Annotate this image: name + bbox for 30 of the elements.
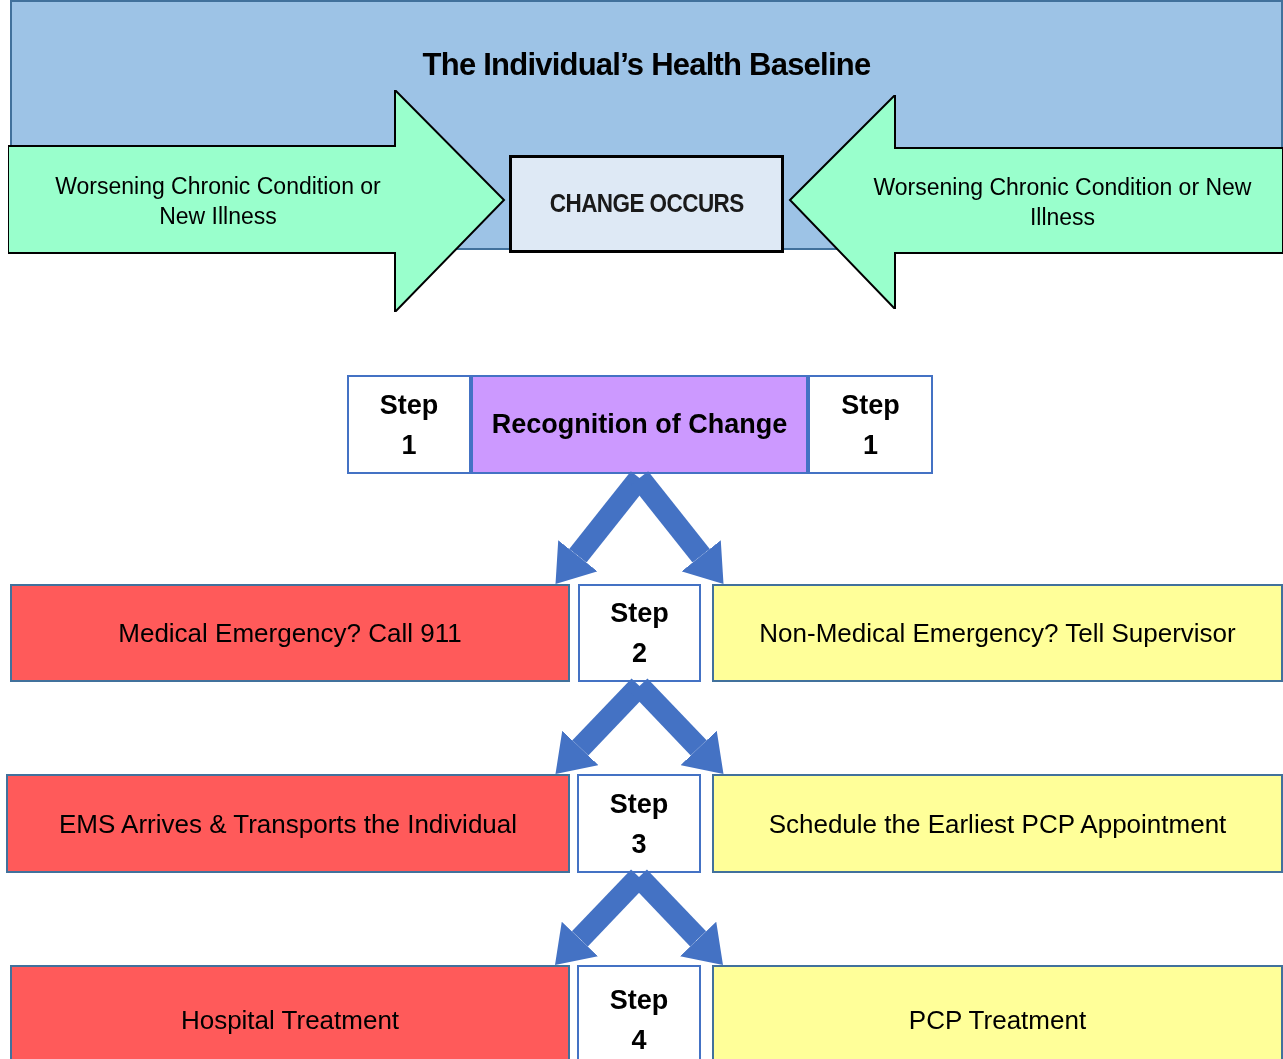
box-label: Schedule the Earliest PCP Appointment <box>767 807 1228 841</box>
step-box <box>808 375 933 474</box>
box-label: Worsening Chronic Condition or New Illness <box>54 172 382 231</box>
non-emergency-box <box>712 965 1283 1059</box>
non-emergency-box <box>712 774 1283 873</box>
box-label: Worsening Chronic Condition or New Illness <box>872 173 1253 232</box>
recognition-box <box>471 375 808 474</box>
box-label: PCP Treatment <box>907 1004 1088 1037</box>
emergency-box <box>10 965 570 1059</box>
emergency-box <box>10 584 570 682</box>
box-label: Medical Emergency? Call 911 <box>117 617 463 650</box>
step-box <box>577 774 701 873</box>
box-label: EMS Arrives & Transports the Individual <box>57 807 519 841</box>
box-label: Step 4 <box>608 984 670 1057</box>
box-label: Step 1 <box>840 388 901 462</box>
step-box <box>577 965 701 1059</box>
step-box <box>347 375 471 474</box>
block-arrow <box>8 90 506 312</box>
box-label: Step 3 <box>608 787 670 861</box>
box-label: CHANGE OCCURS <box>549 188 744 220</box>
block-arrow <box>788 95 1283 309</box>
step-box <box>578 584 701 682</box>
box-label: Step 2 <box>609 597 670 670</box>
box-label: Non-Medical Emergency? Tell Supervisor <box>758 617 1237 650</box>
box-label: Step 1 <box>378 388 440 462</box>
box-label: Hospital Treatment <box>179 1004 401 1037</box>
box-label: Recognition of Change <box>491 408 788 442</box>
emergency-box <box>6 774 570 873</box>
box-label: The Individual’s Health Baseline <box>422 46 871 84</box>
non-emergency-box <box>712 584 1283 682</box>
